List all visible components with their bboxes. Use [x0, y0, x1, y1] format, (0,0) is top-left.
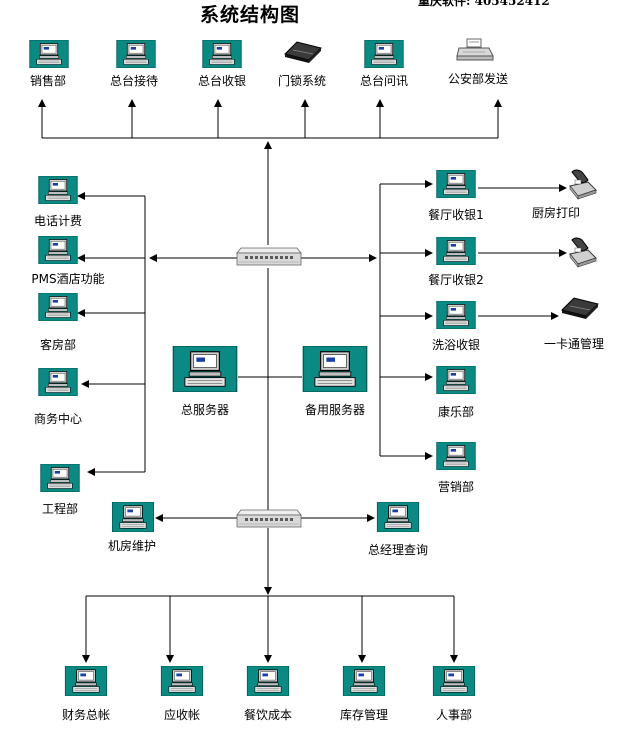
computer-icon	[38, 292, 78, 325]
computer-icon	[38, 235, 78, 268]
peripheral-0-label: 厨房打印	[531, 206, 581, 220]
card-encoder-icon	[560, 296, 600, 324]
network-hub-icon	[236, 246, 302, 272]
bottom-node-1-label: 应收帐	[163, 708, 201, 722]
computer-icon	[436, 236, 476, 269]
peripheral-2-label: 一卡通管理	[543, 337, 605, 351]
computer-icon	[202, 39, 242, 72]
server-1-label: 备用服务器	[304, 403, 366, 417]
server-icon	[172, 345, 238, 396]
computer-icon	[432, 665, 476, 700]
top-node-3-label: 门锁系统	[277, 74, 327, 88]
middle-node-0-label: 机房维护	[107, 539, 157, 553]
bottom-node-4-label: 人事部	[435, 708, 473, 722]
computer-icon	[111, 501, 155, 536]
computer-icon	[364, 39, 404, 72]
top-node-2-label: 总台收银	[197, 74, 247, 88]
top-node-5-label: 公安部发送	[447, 72, 509, 86]
right-node-3-label: 康乐部	[437, 405, 475, 419]
top-node-1-label: 总台接待	[109, 74, 159, 88]
left-node-3-label: 商务中心	[33, 412, 83, 426]
bottom-node-3-label: 库存管理	[339, 708, 389, 722]
corner-text: 重庆软件: 405452412	[418, 0, 550, 8]
server-icon	[302, 345, 368, 396]
computer-icon	[38, 367, 78, 400]
top-node-4-label: 总台问讯	[359, 74, 409, 88]
right-node-2-label: 洗浴收银	[431, 338, 481, 352]
network-hub-icon	[236, 508, 302, 534]
computer-icon	[40, 463, 80, 496]
receipt-printer-icon	[566, 236, 598, 272]
printer-icon	[454, 38, 496, 66]
server-0-label: 总服务器	[180, 403, 230, 417]
right-node-1-label: 餐厅收银2	[428, 273, 484, 287]
right-node-4-label: 营销部	[437, 480, 475, 494]
diagram-title: 系统结构图	[200, 4, 301, 26]
computer-icon	[160, 665, 204, 700]
receipt-printer-icon	[566, 168, 598, 204]
computer-icon	[38, 175, 78, 208]
computer-icon	[436, 169, 476, 202]
computer-icon	[436, 441, 476, 474]
computer-icon	[28, 39, 70, 72]
bottom-node-2-label: 餐饮成本	[243, 708, 293, 722]
computer-icon	[436, 300, 476, 333]
computer-icon	[116, 39, 156, 72]
bottom-node-0-label: 财务总帐	[61, 708, 111, 722]
left-node-2-label: 客房部	[39, 338, 77, 352]
computer-icon	[64, 665, 108, 700]
left-node-4-label: 工程部	[41, 502, 79, 516]
left-node-1-label: PMS酒店功能	[31, 272, 105, 286]
left-node-0-label: 电话计费	[33, 214, 83, 228]
computer-icon	[342, 665, 386, 700]
right-node-0-label: 餐厅收银1	[428, 208, 484, 222]
computer-icon	[246, 665, 290, 700]
middle-node-1-label: 总经理查询	[367, 543, 429, 557]
card-encoder-icon	[282, 40, 324, 68]
computer-icon	[436, 365, 476, 398]
computer-icon	[376, 501, 420, 536]
top-node-0-label: 销售部	[29, 74, 67, 88]
